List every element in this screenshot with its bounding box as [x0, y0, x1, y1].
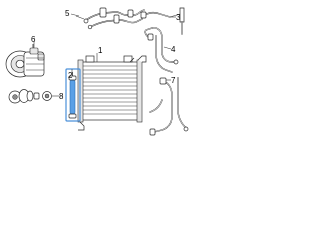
callout-4: 4 — [171, 45, 176, 54]
callout-1: 1 — [98, 46, 103, 55]
hose-assembly-5 — [75, 7, 145, 30]
hose-7 — [149, 77, 189, 136]
clutch-pulley-8 — [8, 89, 52, 104]
callout-2: 2 — [68, 71, 73, 80]
receiver-drier-2 — [65, 68, 81, 122]
hose-3 — [140, 7, 185, 35]
callout-3: 3 — [176, 13, 181, 22]
compressor-6 — [5, 44, 45, 78]
hose-4 — [144, 27, 179, 73]
parts-diagram: 1 2 3 4 5 6 7 8 — [5, 7, 189, 136]
condenser-1 — [77, 55, 147, 131]
leader-lines — [33, 13, 176, 97]
callout-7: 7 — [171, 76, 176, 85]
callout-6: 6 — [31, 35, 36, 44]
callout-5: 5 — [65, 9, 70, 18]
callout-8: 8 — [59, 92, 64, 101]
